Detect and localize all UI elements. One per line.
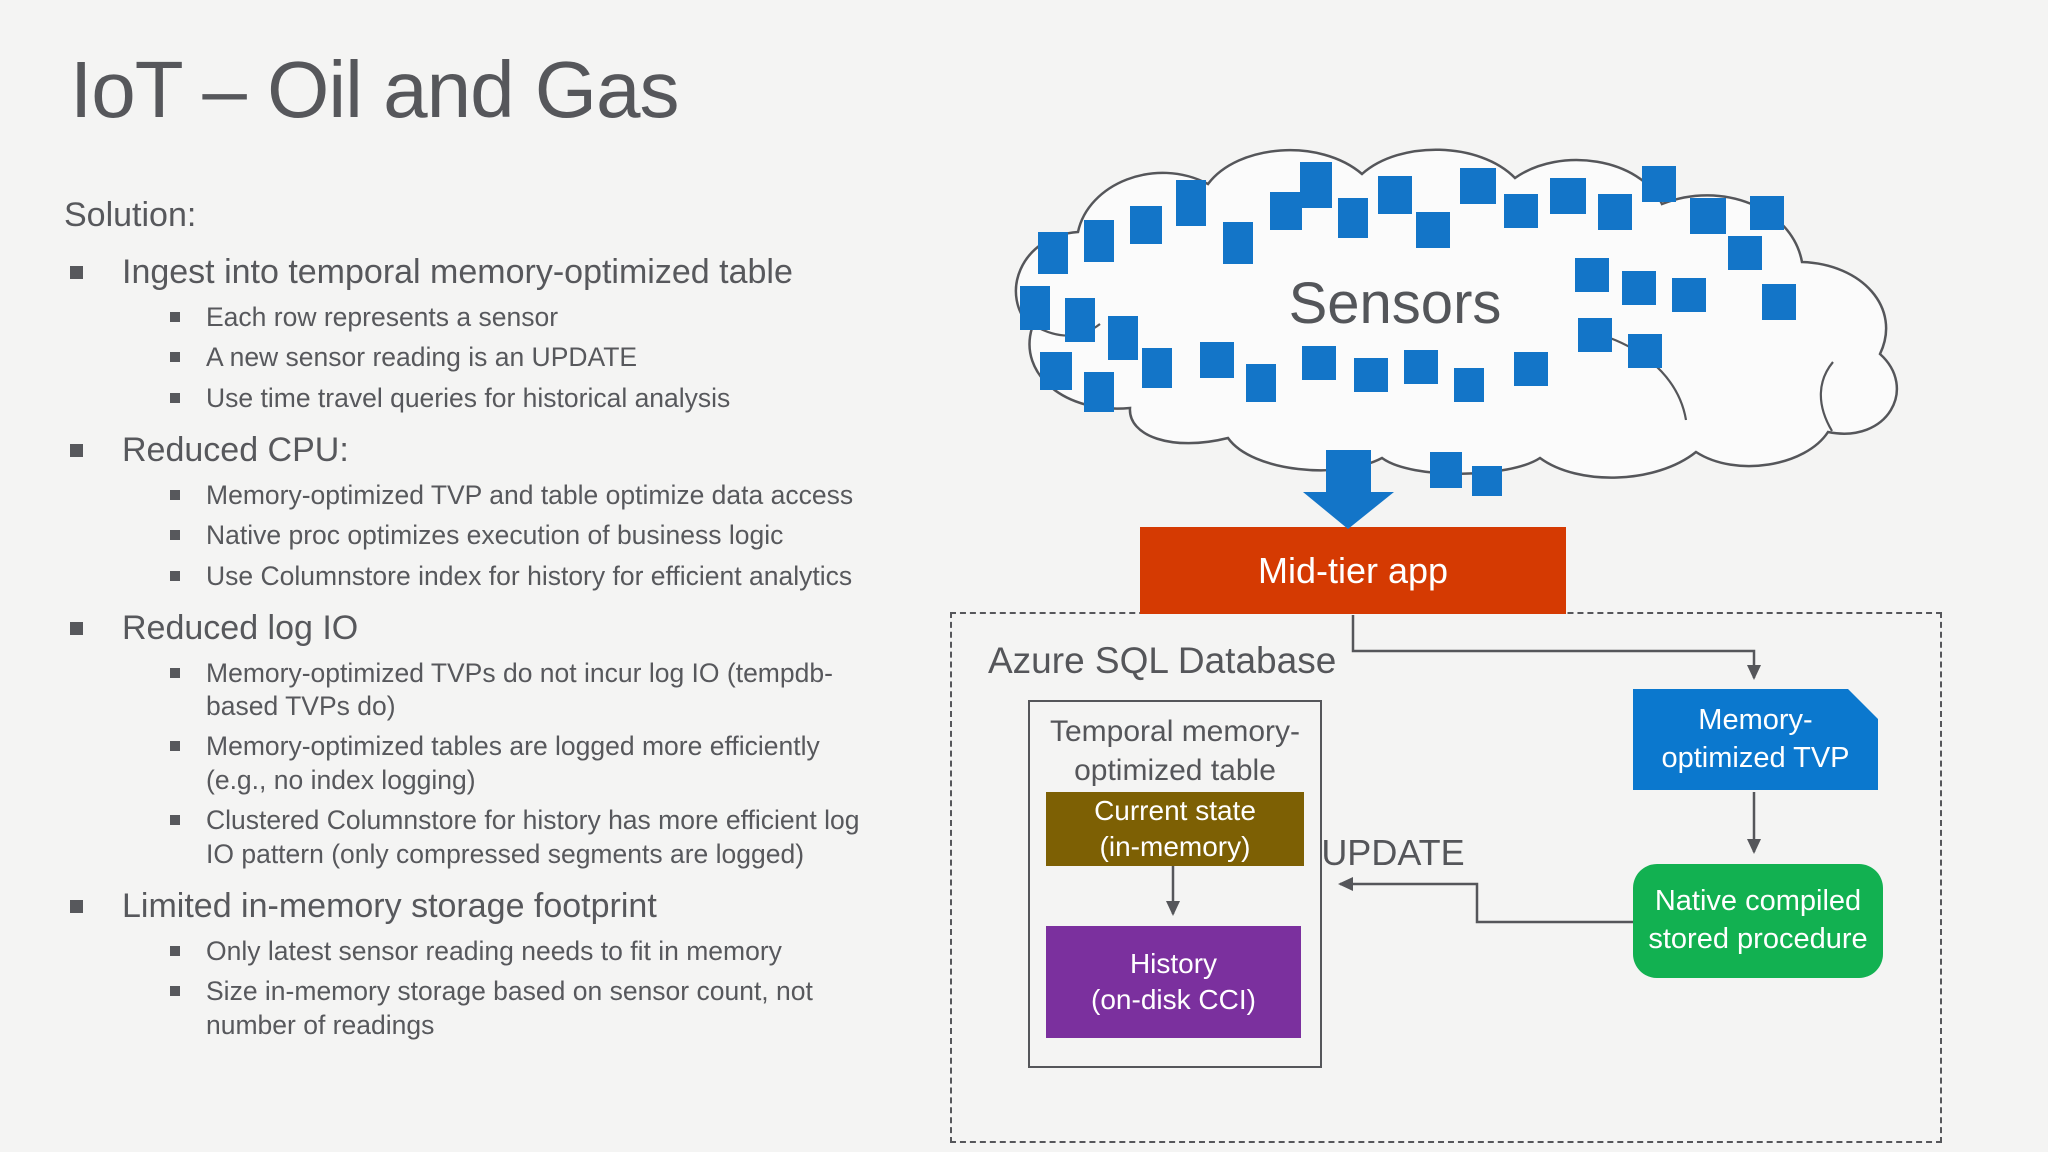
bullet-square-icon: [70, 443, 83, 457]
current-state-label-line1: Current state: [1094, 795, 1256, 827]
list-item: Limited in-memory storage footprint Only…: [64, 885, 882, 1042]
sensor-squares: [1020, 162, 1796, 496]
bullet-square-icon: [170, 945, 180, 956]
level2-list: Memory-optimized TVP and table optimize …: [122, 479, 882, 593]
current-state-label-line2: (in-memory): [1099, 831, 1251, 862]
bullet-text: Each row represents a sensor: [206, 301, 559, 332]
list-item: Ingest into temporal memory-optimized ta…: [64, 251, 882, 415]
bullet-square-icon: [70, 621, 83, 635]
bullet-square-icon: [70, 899, 83, 913]
level2-list: Memory-optimized TVPs do not incur log I…: [122, 657, 882, 871]
sensors-cloud: [1014, 148, 1899, 496]
bullet-text: Ingest into temporal memory-optimized ta…: [122, 253, 793, 291]
bullet-square-icon: [70, 266, 83, 279]
tvp-label-line2: optimized TVP: [1661, 741, 1850, 774]
bullet-text: Clustered Columnstore for history has mo…: [206, 805, 860, 869]
level2-list: Each row represents a sensor A new senso…: [122, 301, 882, 415]
native-procedure-label-line1: Native compiled: [1654, 885, 1862, 918]
list-item: Memory-optimized tables are logged more …: [162, 730, 882, 797]
update-label: UPDATE: [1321, 832, 1465, 873]
level1-list: Ingest into temporal memory-optimized ta…: [64, 251, 964, 1042]
page-title: IoT – Oil and Gas: [70, 45, 680, 134]
level2-list: Only latest sensor reading needs to fit …: [122, 935, 882, 1042]
bullet-text: Limited in-memory storage footprint: [122, 886, 657, 925]
bullet-text: Native proc optimizes execution of busin…: [206, 520, 784, 551]
bullet-square-icon: [170, 352, 180, 363]
temporal-table-box: [1028, 700, 1322, 1068]
solution-label: Solution:: [64, 196, 197, 234]
tvp-label-line1: Memory-: [1698, 703, 1813, 736]
bullet-text: Use Columnstore index for history for ef…: [206, 560, 853, 591]
mid-tier-app-label: Mid-tier app: [1257, 549, 1449, 591]
bullet-square-icon: [170, 570, 180, 581]
bullet-text: Only latest sensor reading needs to fit …: [206, 935, 782, 966]
temporal-table-label-line2: optimized table: [1074, 754, 1276, 787]
temporal-table-label-line1: Temporal memory-: [1049, 715, 1301, 748]
bullet-text: Use time travel queries for historical a…: [206, 382, 731, 413]
mid-tier-app-box: Mid-tier app: [1140, 527, 1566, 614]
list-item: Memory-optimized TVPs do not incur log I…: [162, 657, 882, 724]
list-item: Each row represents a sensor: [162, 301, 882, 334]
bullet-square-icon: [170, 741, 180, 752]
list-item: Clustered Columnstore for history has mo…: [162, 804, 882, 871]
native-procedure-box: Native compiled stored procedure: [1633, 864, 1883, 978]
list-item: Reduced CPU: Memory-optimized TVP and ta…: [64, 429, 882, 593]
list-item: A new sensor reading is an UPDATE: [162, 341, 882, 374]
bullet-square-icon: [170, 815, 180, 826]
bullet-text: Memory-optimized TVPs do not incur log I…: [206, 657, 833, 722]
bullet-square-icon: [170, 667, 180, 678]
bullet-text: Memory-optimized TVP and table optimize …: [206, 479, 854, 510]
history-label-line1: History: [1129, 947, 1218, 979]
history-label-line2: (on-disk CCI): [1091, 984, 1256, 1015]
bullet-square-icon: [170, 986, 180, 997]
bullet-list: Solution: Ingest into temporal memory-op…: [64, 196, 964, 1042]
list-item: Memory-optimized TVP and table optimize …: [162, 479, 882, 512]
bullet-square-icon: [170, 392, 180, 403]
bullet-square-icon: [170, 311, 180, 322]
list-item: Size in-memory storage based on sensor c…: [162, 975, 882, 1042]
azure-sql-database-label: Azure SQL Database: [988, 640, 1337, 681]
list-item: Only latest sensor reading needs to fit …: [162, 935, 882, 968]
bullet-text: Size in-memory storage based on sensor c…: [206, 976, 813, 1040]
history-box: History (on-disk CCI): [1046, 926, 1301, 1038]
list-item: Reduced log IO Memory-optimized TVPs do …: [64, 607, 882, 871]
bullet-square-icon: [170, 489, 180, 500]
list-item: Use time travel queries for historical a…: [162, 382, 882, 415]
list-item: Native proc optimizes execution of busin…: [162, 519, 882, 552]
bullet-text: Memory-optimized tables are logged more …: [206, 731, 820, 795]
bullet-text: A new sensor reading is an UPDATE: [206, 342, 638, 373]
native-procedure-label-line2: stored procedure: [1648, 923, 1868, 955]
current-state-box: Current state (in-memory): [1046, 792, 1304, 866]
list-item: Use Columnstore index for history for ef…: [162, 560, 882, 593]
bullet-text: Reduced CPU:: [122, 430, 349, 469]
cloud-inner-arc: [1609, 336, 1688, 421]
bullet-text: Reduced log IO: [122, 608, 359, 647]
cloud-label: Sensors: [1288, 271, 1502, 336]
memory-optimized-tvp-box: Memory- optimized TVP: [1633, 689, 1878, 790]
temporal-table-label: Temporal memory- optimized table: [1028, 712, 1322, 790]
bullet-square-icon: [170, 530, 180, 541]
cloud-inner-arc: [1819, 361, 1834, 432]
